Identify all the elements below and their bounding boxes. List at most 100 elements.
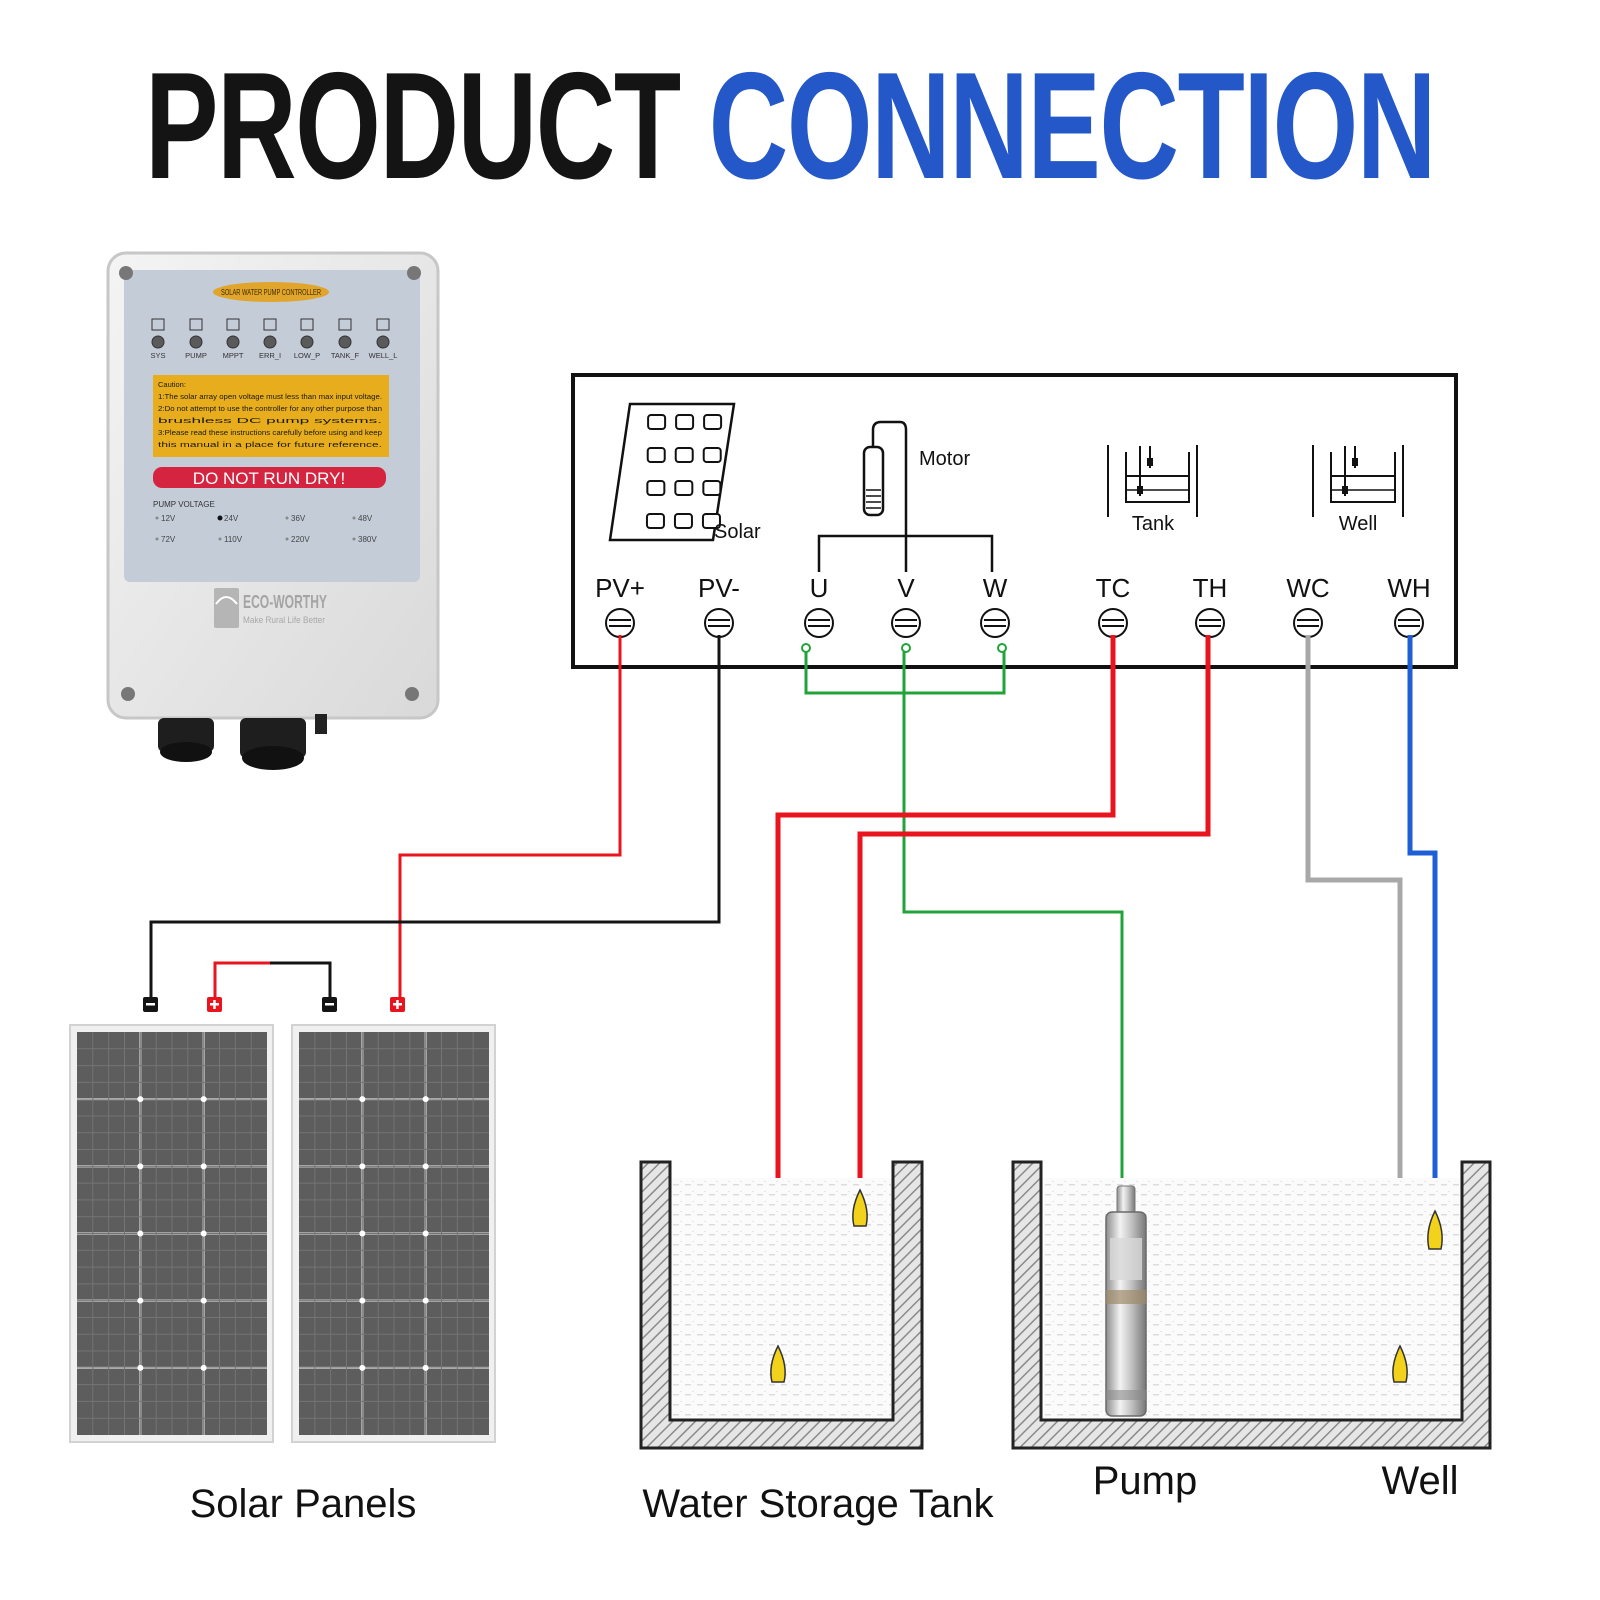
pump-icon — [1105, 1185, 1147, 1417]
pump-label: Pump — [1093, 1459, 1198, 1503]
terminal-panel: Solar Motor Tank — [571, 373, 1458, 669]
indicator-symbol-icon — [151, 318, 165, 331]
solar-cell — [674, 480, 694, 496]
voltage-option: 36V — [291, 514, 306, 523]
terminal-screw-icon — [605, 608, 635, 638]
plus-terminal-icon — [207, 997, 405, 1012]
solar-cell — [702, 447, 722, 463]
motor-icon — [817, 420, 994, 572]
terminal-label: WH — [1387, 573, 1430, 603]
terminal-label: U — [810, 573, 829, 603]
solar-cell — [673, 513, 693, 529]
caution-line: brushless DC pump systems. — [158, 418, 382, 425]
voltage-option: 72V — [161, 535, 176, 544]
water-storage-tank — [639, 1160, 924, 1450]
caution-line: 2:Do not attempt to use the controller f… — [158, 406, 382, 413]
probe-icon — [770, 1344, 786, 1383]
caution-line: 1:The solar array open voltage must less… — [158, 394, 382, 401]
terminal-label: WC — [1286, 573, 1329, 603]
indicator-label: TANK_F — [331, 351, 360, 360]
solar-cell — [701, 513, 721, 529]
well-label: Well — [1381, 1459, 1458, 1503]
wire-tc — [775, 635, 1116, 1348]
caution-line: this manual in a place for future refere… — [158, 442, 382, 449]
voltage-dot — [352, 537, 356, 541]
indicator-symbol-icon — [226, 318, 240, 331]
indicator-label: SYS — [150, 351, 165, 360]
wire-th — [857, 635, 1211, 1193]
indicator-led — [376, 335, 390, 349]
brand-logo-icon — [214, 588, 239, 628]
cable-gland-icon — [158, 714, 327, 770]
wire-panel-series-red — [213, 961, 270, 1000]
voltage-option: 220V — [291, 535, 310, 544]
indicator-label: MPPT — [223, 351, 244, 360]
solar-cell — [646, 447, 666, 463]
solar-panel-icon — [608, 402, 736, 542]
title-word-product: PRODUCT — [145, 41, 681, 211]
title-word-connection: CONNECTION — [709, 41, 1435, 211]
water-tank-label: Water Storage Tank — [642, 1482, 994, 1526]
wire-pv-negative — [149, 635, 721, 1000]
indicator-led — [226, 335, 240, 349]
terminal-label: TH — [1193, 573, 1228, 603]
brand-tagline: Make Rural Life Better — [243, 615, 325, 625]
indicator-label: PUMP — [185, 351, 207, 360]
wire-motor-to-pump — [902, 652, 1124, 1190]
wire-pv-positive — [398, 635, 622, 1000]
terminal-label: W — [983, 573, 1008, 603]
indicator-symbol-icon — [263, 318, 277, 331]
solar-cell — [702, 480, 722, 496]
indicator-symbol-icon — [376, 318, 390, 331]
caution-text: 1:The solar array open voltage must less… — [158, 394, 382, 449]
indicator-symbol-icon — [338, 318, 352, 331]
solar-cell — [645, 513, 665, 529]
wire-terminal-loop — [801, 643, 811, 653]
terminal-screw-icon — [704, 608, 734, 638]
indicator-led — [338, 335, 352, 349]
page-title: PRODUCTCONNECTION — [145, 41, 1435, 211]
voltage-option: 12V — [161, 514, 176, 523]
terminal-screw-icon — [1293, 608, 1323, 638]
voltage-options: 12V 24V 36V 48V 72V 110V 220V 380V — [155, 514, 377, 544]
voltage-option: 24V — [224, 514, 239, 523]
voltage-dot — [155, 537, 159, 541]
solar-cell — [674, 447, 694, 463]
terminal-screw-icon — [804, 608, 834, 638]
terminal-screw-icon — [1098, 608, 1128, 638]
wire-terminal-loop — [997, 643, 1007, 653]
solar-cell — [703, 414, 723, 430]
terminal-label: V — [897, 573, 915, 603]
indicator-led — [300, 335, 314, 349]
indicator-led — [151, 335, 165, 349]
voltage-option: 380V — [358, 535, 377, 544]
voltage-option: 110V — [224, 535, 243, 544]
solar-panel-left — [69, 1024, 274, 1443]
wire-panel-series — [213, 961, 332, 1000]
controller-badge: SOLAR WATER PUMP CONTROLLER — [221, 288, 321, 297]
well — [1011, 1160, 1492, 1450]
voltage-dot — [155, 516, 159, 520]
terminal-label: PV- — [698, 573, 740, 603]
screw-icon — [119, 266, 421, 701]
tank-icon-label: Tank — [1132, 513, 1175, 535]
indicator-label: LOW_P — [294, 351, 320, 360]
solar-icon-label: Solar — [714, 521, 761, 543]
indicator-symbol-icon — [300, 318, 314, 331]
wiring — [149, 635, 1438, 1348]
caution-line: 3:Please read these instructions careful… — [158, 430, 382, 437]
voltage-option: 48V — [358, 514, 373, 523]
probe-icon — [1427, 1209, 1443, 1250]
solar-cell — [646, 480, 666, 496]
indicator-led — [189, 335, 203, 349]
voltage-dot — [218, 537, 222, 541]
probe-icon — [852, 1188, 868, 1227]
voltage-dot — [285, 516, 289, 520]
voltage-dot — [352, 516, 356, 520]
terminal-label: TC — [1096, 573, 1131, 603]
indicator-symbol-icon — [189, 318, 203, 331]
terminal-screw-icon — [1195, 608, 1225, 638]
terminal-screw-icon — [1394, 608, 1424, 638]
